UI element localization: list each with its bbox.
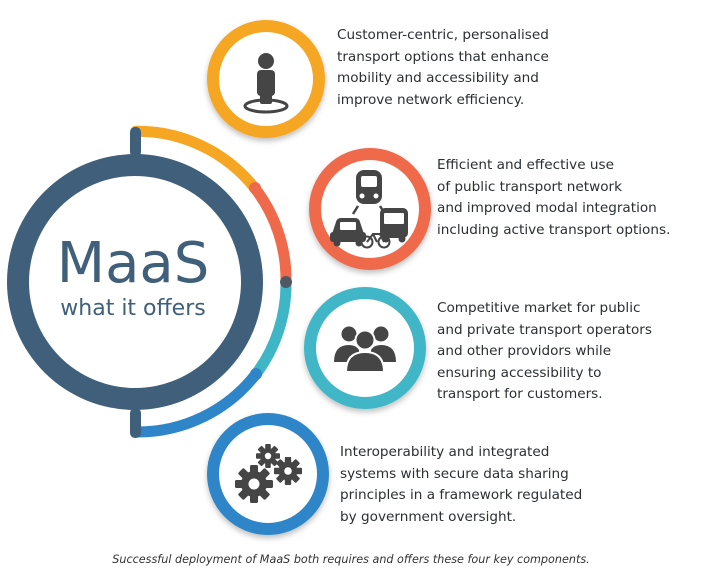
person-location-icon [243, 53, 289, 114]
item-text-interoperability: Interoperability and integrated systems … [340, 442, 582, 528]
item-line: transport options that enhance [337, 48, 549, 65]
arc-segment-coral [250, 185, 292, 282]
item-line: improve network efficiency. [337, 91, 525, 108]
item-line: ensuring accessibility to [437, 364, 602, 381]
badge-interoperability [207, 413, 329, 535]
item-line: including active transport options. [437, 221, 671, 238]
arc-segment-blue [130, 368, 262, 438]
item-line: mobility and accessibility and [337, 70, 539, 86]
arc-dot-3 [250, 368, 262, 380]
item-line: systems with secure data sharing [340, 465, 569, 482]
item-line: by government oversight. [340, 508, 517, 525]
hub-title: MaaS [57, 231, 210, 296]
arc-cap-top [130, 127, 141, 157]
hub-inner-circle [29, 176, 241, 388]
arc-segment-orange [130, 125, 261, 194]
people-group-icon [334, 326, 396, 373]
hub-subtitle: what it offers [60, 296, 205, 321]
item-line: principles in a framework regulated [340, 487, 583, 503]
item-line: Efficient and effective use [437, 157, 614, 173]
item-line: of public transport network [437, 178, 622, 195]
arc-dot-1 [249, 182, 261, 194]
item-line: and improved modal integration [437, 200, 657, 216]
item-line: Competitive market for public [437, 300, 641, 316]
badge-customer-centric [207, 20, 325, 138]
arc-dot-2 [280, 276, 292, 288]
item-line: and other providors while [437, 343, 612, 359]
caption: Successful deployment of MaaS both requi… [112, 553, 590, 566]
item-text-public-transport: Efficient and effective use of public tr… [437, 155, 670, 241]
arc-segment-teal [251, 281, 292, 378]
gears-icon [235, 444, 302, 503]
item-line: Customer-centric, personalised [337, 27, 549, 43]
badge-competitive-market [304, 287, 426, 409]
item-text-customer-centric: Customer-centric, personalised transport… [337, 25, 549, 111]
badge-public-transport [309, 148, 431, 270]
item-line: transport for customers. [437, 386, 603, 402]
arc-cap-bottom [130, 408, 141, 438]
item-text-competitive-market: Competitive market for public and privat… [437, 298, 652, 406]
multimodal-transport-icon [330, 170, 408, 249]
item-line: and private transport operators [437, 321, 652, 338]
item-line: Interoperability and integrated [340, 444, 550, 460]
